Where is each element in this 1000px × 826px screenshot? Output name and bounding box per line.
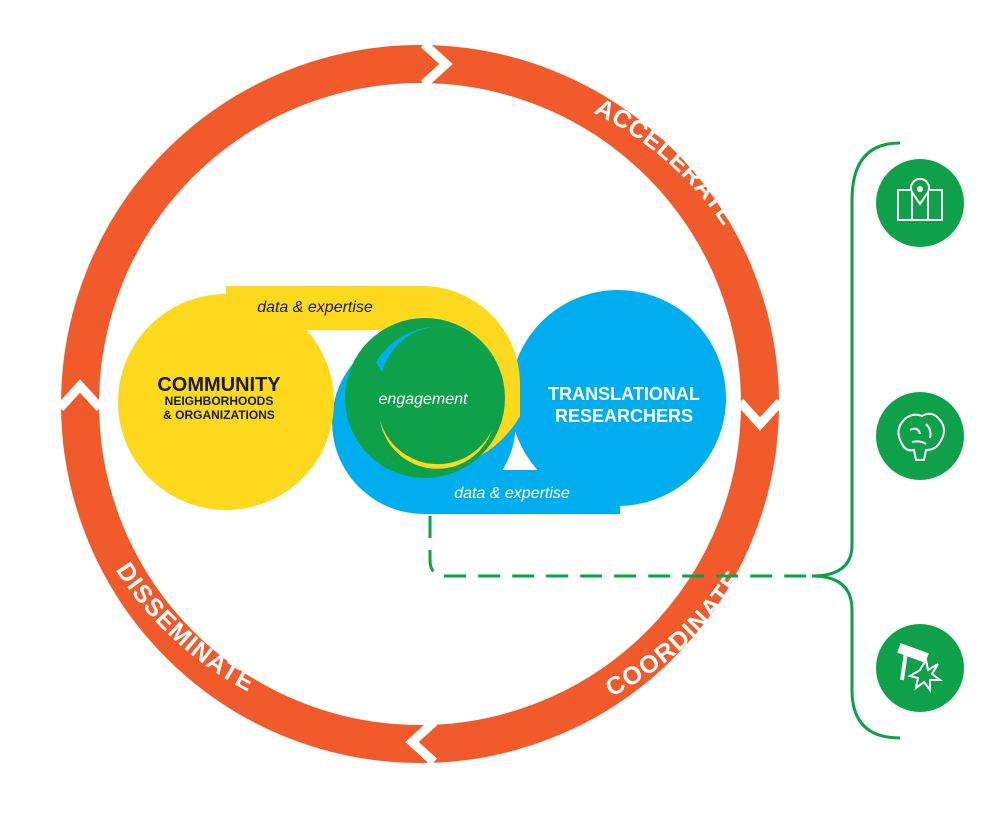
chevron-right-icon — [736, 398, 784, 431]
researchers-circle — [510, 290, 726, 506]
chevron-bottom-icon — [405, 718, 438, 766]
researchers-line-1: TRANSLATIONAL — [548, 384, 700, 404]
brain-icon — [876, 392, 964, 480]
yellow-band — [226, 286, 422, 330]
community-line-2: & ORGANIZATIONS — [163, 408, 275, 422]
map-pin-icon — [876, 159, 964, 247]
label-disseminate: DISSEMINATE — [110, 558, 259, 698]
engagement-swirl-yellow — [380, 420, 492, 469]
yellow-notch — [318, 330, 350, 356]
chevron-left-icon — [56, 379, 104, 412]
blue-band — [424, 470, 620, 514]
dashed-connector — [428, 516, 812, 578]
engagement-label: engagement — [379, 391, 469, 408]
community-title: COMMUNITY — [157, 374, 281, 396]
community-line-1: NEIGHBORHOODS — [165, 394, 274, 408]
engagement-core — [345, 318, 505, 478]
label-coordinate: COORDINATE — [601, 566, 748, 703]
community-circle — [118, 294, 334, 510]
researchers-line-2: RESEARCHERS — [555, 406, 693, 426]
bracket — [811, 141, 901, 740]
hammer-impact-icon — [876, 624, 964, 712]
label-accelerate: ACCELERATE — [590, 93, 742, 230]
flow-label-top: data & expertise — [257, 299, 373, 316]
chevron-top-icon — [420, 40, 453, 88]
flow-label-bottom: data & expertise — [454, 485, 570, 502]
